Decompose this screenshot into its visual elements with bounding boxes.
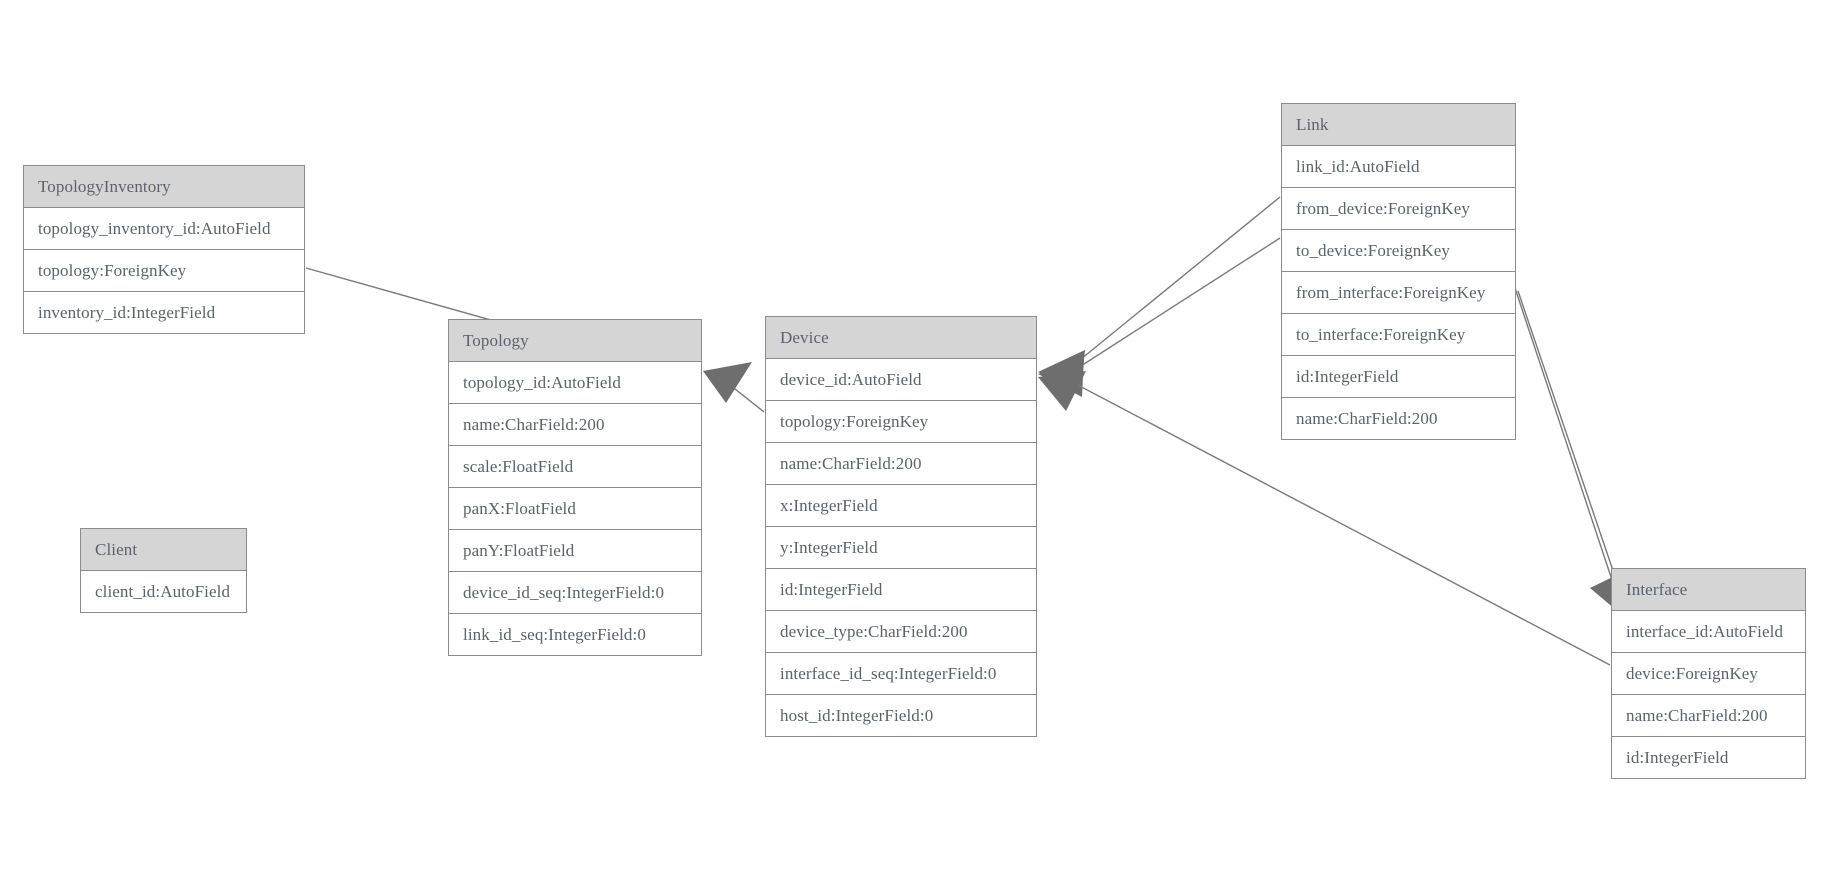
entity-link-field-5: id:IntegerField — [1282, 356, 1515, 398]
entity-client-title: Client — [81, 529, 246, 571]
entity-link[interactable]: Link link_id:AutoField from_device:Forei… — [1281, 103, 1516, 440]
entity-topology-field-6: link_id_seq:IntegerField:0 — [449, 614, 701, 655]
entity-topologyinventory-field-0: topology_inventory_id:AutoField — [24, 208, 304, 250]
entity-topologyinventory-field-2: inventory_id:IntegerField — [24, 292, 304, 333]
entity-interface-field-0: interface_id:AutoField — [1612, 611, 1805, 653]
entity-topology-field-2: scale:FloatField — [449, 446, 701, 488]
entity-device-field-2: name:CharField:200 — [766, 443, 1036, 485]
entity-topology-field-3: panX:FloatField — [449, 488, 701, 530]
entity-link-field-0: link_id:AutoField — [1282, 146, 1515, 188]
entity-device-field-4: y:IntegerField — [766, 527, 1036, 569]
entity-device[interactable]: Device device_id:AutoField topology:Fore… — [765, 316, 1037, 737]
entity-device-field-1: topology:ForeignKey — [766, 401, 1036, 443]
entity-client[interactable]: Client client_id:AutoField — [80, 528, 247, 613]
entity-link-field-3: from_interface:ForeignKey — [1282, 272, 1515, 314]
entity-device-field-8: host_id:IntegerField:0 — [766, 695, 1036, 736]
entity-interface-field-1: device:ForeignKey — [1612, 653, 1805, 695]
entity-topologyinventory[interactable]: TopologyInventory topology_inventory_id:… — [23, 165, 305, 334]
entity-link-title: Link — [1282, 104, 1515, 146]
entity-interface-title: Interface — [1612, 569, 1805, 611]
edge-link-to-device — [1038, 237, 1281, 397]
entity-topology-field-5: device_id_seq:IntegerField:0 — [449, 572, 701, 614]
entity-device-title: Device — [766, 317, 1036, 359]
entity-interface-field-3: id:IntegerField — [1612, 737, 1805, 778]
entity-interface[interactable]: Interface interface_id:AutoField device:… — [1611, 568, 1806, 779]
entity-topologyinventory-title: TopologyInventory — [24, 166, 304, 208]
entity-topology-title: Topology — [449, 320, 701, 362]
entity-interface-field-2: name:CharField:200 — [1612, 695, 1805, 737]
entity-topology-field-1: name:CharField:200 — [449, 404, 701, 446]
entity-device-field-0: device_id:AutoField — [766, 359, 1036, 401]
entity-link-field-1: from_device:ForeignKey — [1282, 188, 1515, 230]
entity-topology-field-4: panY:FloatField — [449, 530, 701, 572]
entity-link-field-6: name:CharField:200 — [1282, 398, 1515, 439]
edge-link-from-device — [1038, 196, 1281, 392]
entity-topology-field-0: topology_id:AutoField — [449, 362, 701, 404]
entity-link-field-2: to_device:ForeignKey — [1282, 230, 1515, 272]
entity-link-field-4: to_interface:ForeignKey — [1282, 314, 1515, 356]
entity-topology[interactable]: Topology topology_id:AutoField name:Char… — [448, 319, 702, 656]
entity-device-field-5: id:IntegerField — [766, 569, 1036, 611]
edge-device-topology — [703, 362, 765, 413]
entity-topologyinventory-field-1: topology:ForeignKey — [24, 250, 304, 292]
entity-device-field-3: x:IntegerField — [766, 485, 1036, 527]
entity-device-field-6: device_type:CharField:200 — [766, 611, 1036, 653]
entity-client-field-0: client_id:AutoField — [81, 571, 246, 612]
entity-device-field-7: interface_id_seq:IntegerField:0 — [766, 653, 1036, 695]
